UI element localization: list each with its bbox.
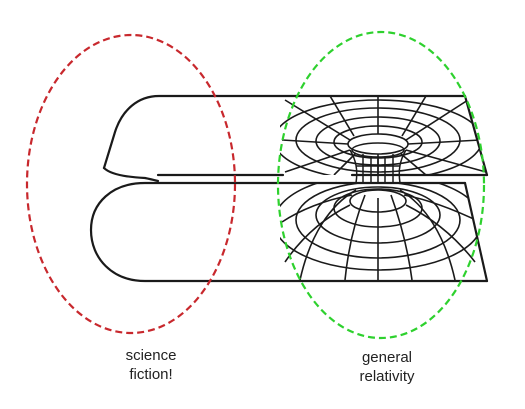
science-fiction-label: science fiction! xyxy=(81,346,221,384)
caption-left-line1: science xyxy=(125,347,177,364)
general-relativity-label: general relativity xyxy=(317,348,457,386)
wormhole-throat xyxy=(349,142,407,184)
caption-right-line1: general xyxy=(361,349,413,366)
science-fiction-ellipse xyxy=(25,33,237,335)
caption-left-line2: fiction! xyxy=(129,366,173,383)
general-relativity-ellipse xyxy=(276,30,486,340)
lower-funnel-grid xyxy=(280,183,483,280)
caption-right-line2: relativity xyxy=(359,368,415,385)
upper-funnel-grid xyxy=(280,96,487,175)
